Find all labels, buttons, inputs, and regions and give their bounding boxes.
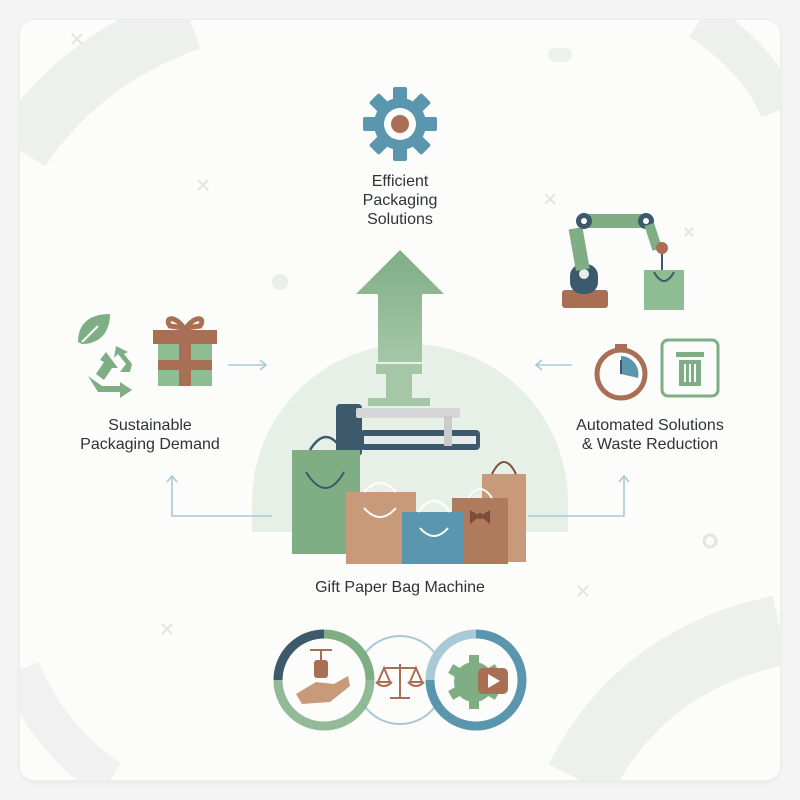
left-label-line2: Packaging Demand: [80, 436, 220, 453]
top-title: Efficient Packaging Solutions: [340, 172, 460, 229]
gear-icon: [363, 87, 437, 161]
recycle-icon: [88, 346, 132, 398]
shopping-bag-icon: [644, 270, 684, 310]
right-label: Automated Solutions & Waste Reduction: [550, 416, 750, 454]
right-label-line2: & Waste Reduction: [581, 436, 719, 453]
diagram-card: Efficient Packaging Solutions Sustainabl…: [20, 20, 780, 780]
top-title-line2: Packaging: [362, 192, 438, 209]
bag-machine-illustration: [292, 364, 526, 564]
robotic-arm-icon: [562, 213, 684, 310]
center-label: Gift Paper Bag Machine: [315, 579, 485, 596]
background-decoration: [20, 20, 780, 780]
hand-coin-icon: [296, 649, 350, 704]
right-label-line1: Automated Solutions: [576, 417, 724, 434]
gift-box-icon: [153, 316, 217, 386]
center-to-left-arrow: [171, 476, 272, 517]
left-label-line1: Sustainable: [108, 417, 192, 434]
machine-body: [336, 404, 362, 456]
gear-play-icon: [448, 655, 508, 709]
center-to-right-arrow: [528, 476, 625, 517]
connector-arrows: [166, 359, 630, 517]
trash-bin-icon: [660, 338, 720, 398]
bottom-icons: [273, 629, 527, 731]
leaf-recycle-icon: [78, 314, 132, 398]
stopwatch-icon: [594, 344, 648, 401]
top-title-line1: Efficient: [371, 173, 429, 190]
blue-bag: [402, 499, 464, 564]
top-title-line3: Solutions: [367, 211, 433, 228]
left-label: Sustainable Packaging Demand: [60, 416, 240, 454]
up-arrow-icon: [356, 250, 444, 362]
balance-scale-icon: [375, 664, 425, 699]
